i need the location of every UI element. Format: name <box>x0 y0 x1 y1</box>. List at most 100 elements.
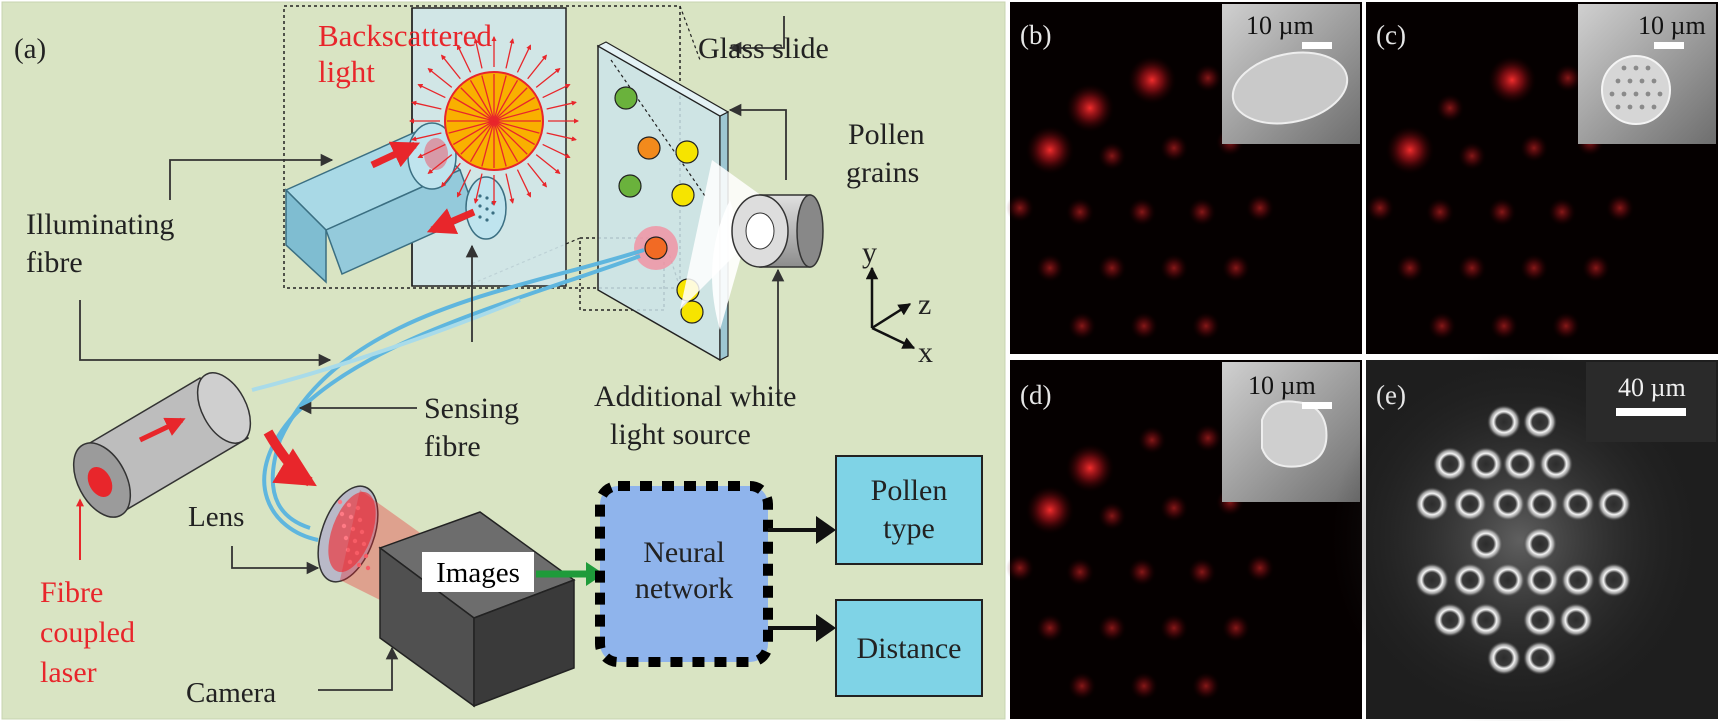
speckle-spot <box>1246 194 1274 222</box>
speckle-spot <box>1160 494 1188 522</box>
backscatter-inner-ray <box>448 108 495 122</box>
speckle-spot <box>1396 254 1424 282</box>
pollen-type-line2: type <box>883 512 935 545</box>
backscattered-label-line1: Backscattered <box>318 18 492 53</box>
fibre-core-ring <box>1523 641 1557 675</box>
speckle-spot <box>1160 134 1188 162</box>
fibre-core-ring <box>1433 603 1467 637</box>
backscatter-inner-ray <box>493 120 528 155</box>
backscattered-label-line2: light <box>318 54 375 89</box>
glass-slide-label: Glass slide <box>698 32 829 65</box>
backscatter-ray <box>546 132 577 142</box>
speckle-spot <box>1246 554 1274 582</box>
speckle-spot <box>1426 198 1454 226</box>
fibre-core-ring <box>1469 527 1503 561</box>
speckle-spot <box>1068 312 1096 340</box>
fibre-core-ring <box>1559 603 1593 637</box>
speckle-spot <box>1006 194 1034 222</box>
panel-d-label: (d) <box>1020 380 1051 410</box>
speckle-spot <box>1128 558 1156 586</box>
fibre-core-ring <box>1487 641 1521 675</box>
speckle-spot <box>1192 672 1220 700</box>
axis-y-label: y <box>862 236 877 269</box>
panel-c-scale-label: 10 µm <box>1638 11 1706 40</box>
sem-spike <box>1633 91 1639 97</box>
speckle-spot <box>1098 614 1126 642</box>
speckle-spot <box>1366 194 1394 222</box>
lens-fibre-spot <box>352 538 358 544</box>
lens-fibre-spot <box>365 565 371 571</box>
inset-fibres <box>284 122 507 284</box>
lens-fibre-spot <box>355 505 361 511</box>
speckle-spot <box>1026 486 1074 534</box>
backscatter-inner-ray <box>493 120 536 146</box>
lens-fibre-spot <box>361 541 367 547</box>
fibre-core-ring <box>1523 527 1557 561</box>
fibre-core-ring <box>1487 405 1521 439</box>
fibre-core-ring <box>1597 563 1631 597</box>
backscatter-ray <box>473 38 483 69</box>
backscatter-ray <box>535 67 561 88</box>
sem-spike <box>1615 78 1621 84</box>
fibre-core-ring <box>1539 447 1573 481</box>
sem-spike <box>1651 78 1657 84</box>
backscatter-ray <box>535 154 561 175</box>
speckle-spot <box>1458 142 1486 170</box>
speckle-spot <box>1160 254 1188 282</box>
sensing-fibre-label-line1: Sensing <box>424 392 519 425</box>
distance-label: Distance <box>857 632 962 665</box>
speckle-spot <box>1554 64 1582 92</box>
backscatter-ray <box>456 169 472 198</box>
backscatter-inner-ray <box>460 120 495 155</box>
lens-fibre-spot <box>345 547 351 553</box>
sensing-fibre-label-line2: fibre <box>424 430 481 463</box>
backscatter-inner-ray <box>452 120 495 146</box>
speckle-spot <box>1458 254 1486 282</box>
backscatter-inner-ray <box>493 120 540 134</box>
lens-fibre-spot <box>363 553 369 559</box>
images-label-box <box>422 552 534 592</box>
camera-label: Camera <box>186 677 276 709</box>
speckle-spot <box>1194 424 1222 452</box>
speckle-spot <box>1138 426 1166 454</box>
backscatter-inner-ray <box>469 79 495 122</box>
backscatter-inner-ray <box>493 87 528 122</box>
sem-spike <box>1651 104 1657 110</box>
backscatter-ray <box>473 173 483 204</box>
sem-spike <box>1621 65 1627 71</box>
lens-fibre-spot <box>354 550 360 556</box>
speckle-spot <box>1130 672 1158 700</box>
speckle-spot <box>1488 198 1516 226</box>
lens-fibre-spot <box>339 511 345 517</box>
speckle-spot <box>1036 254 1064 282</box>
laser-label-line2: coupled <box>40 616 135 649</box>
distance-box <box>835 599 983 697</box>
white-light-label-line1: Additional white <box>594 380 796 413</box>
lens-fibre-spot <box>350 526 356 532</box>
speckle-spot <box>1098 142 1126 170</box>
panel-e-label: (e) <box>1376 380 1406 410</box>
speckle-spot <box>1222 254 1250 282</box>
backscatter-inner-ray <box>481 120 495 167</box>
sem-spike <box>1627 104 1633 110</box>
sem-spike <box>1621 91 1627 97</box>
panel-e-scale-box <box>1586 362 1716 442</box>
backscatter-inner-ray <box>493 120 507 167</box>
sem-spike <box>1645 65 1651 71</box>
neural-network-box <box>595 481 773 667</box>
pollen-type-box <box>835 455 983 565</box>
panel-d-scale-bar <box>1302 402 1332 409</box>
backscatter-ray <box>505 173 515 204</box>
speckle-spot <box>1066 558 1094 586</box>
backscatter-ray <box>527 162 548 188</box>
pollen-type-line1: Pollen <box>871 474 948 507</box>
pollen-grains-label-line1: Pollen <box>848 118 925 151</box>
backscatter-ray <box>440 54 461 80</box>
fibre-core-ring <box>1561 563 1595 597</box>
speckle-spot <box>1582 254 1610 282</box>
panel-b-label: (b) <box>1020 20 1051 50</box>
fibre-core-ring <box>1491 487 1525 521</box>
panel-e-scale-label: 40 µm <box>1618 373 1686 402</box>
pollen-grain-yellow <box>671 183 695 207</box>
lens-fibre-spot <box>357 517 363 523</box>
